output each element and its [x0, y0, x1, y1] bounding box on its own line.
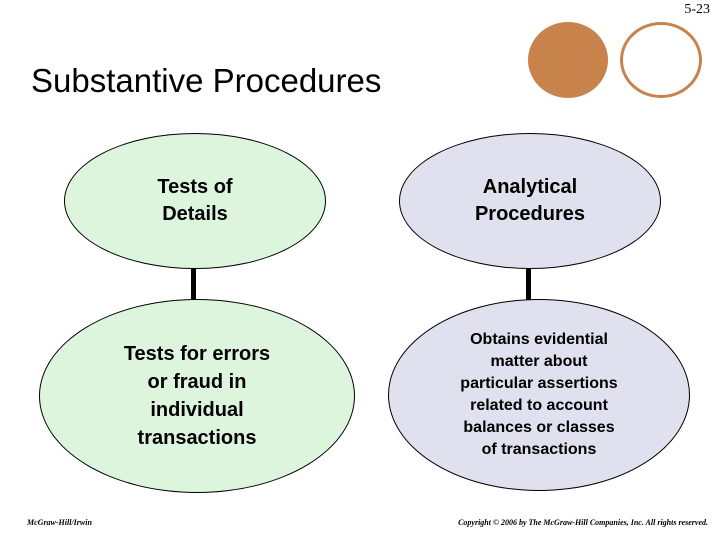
connector-analytical-procedures [526, 268, 531, 302]
page-title: Substantive Procedures [31, 62, 382, 100]
connector-tests-of-details [191, 268, 196, 302]
slide-number: 5-23 [684, 2, 710, 17]
footer-copyright: Copyright © 2006 by The McGraw-Hill Comp… [458, 518, 708, 527]
decorative-filled-circle [528, 22, 608, 98]
decorative-outline-circle [620, 22, 702, 98]
footer-publisher: McGraw-Hill/Irwin [27, 518, 92, 527]
